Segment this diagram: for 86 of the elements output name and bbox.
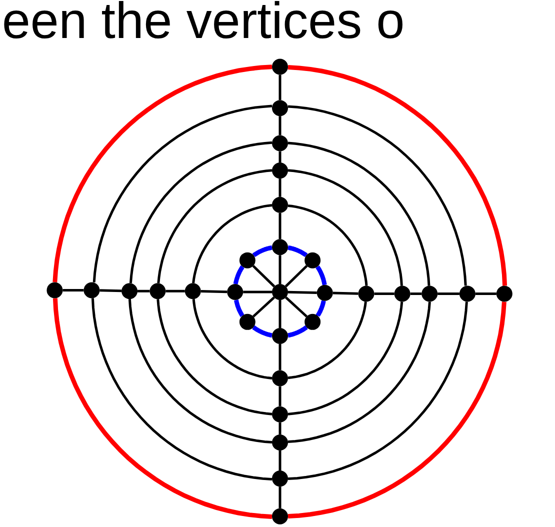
graph-edge (374, 292, 394, 295)
vertex-dot (272, 196, 288, 213)
graph-edge (288, 204, 368, 286)
vertex-dot (272, 406, 288, 422)
graph-edge (288, 142, 430, 286)
graph-edge (243, 290, 272, 294)
vertex-dot (459, 286, 476, 302)
graph-edge (52, 298, 272, 519)
graph-edge (288, 65, 508, 286)
vertex-dot (272, 135, 288, 152)
vertex-dot (304, 252, 321, 268)
graph-edge (128, 299, 272, 444)
vertex-dot (272, 284, 288, 300)
graph-edge (438, 292, 460, 295)
vertex-dot (227, 284, 244, 300)
graph-edge (62, 289, 84, 292)
graph-edge (316, 299, 326, 318)
graph-edge (278, 386, 282, 406)
graph-edge (288, 302, 404, 416)
graph-edge (288, 302, 431, 444)
vertex-dot (272, 162, 288, 179)
vertex-dot (184, 283, 201, 300)
graph-edge (234, 298, 244, 318)
vertex-dot (122, 283, 138, 300)
vertex-dot (316, 284, 333, 301)
vertex-dot (272, 58, 288, 75)
vertex-dot (46, 282, 63, 298)
graph-edge (278, 178, 282, 197)
graph-edge (288, 290, 317, 294)
graph-edge (166, 290, 185, 292)
graph-edge (233, 264, 244, 286)
graph-edge (288, 302, 506, 519)
graph-edge (252, 265, 276, 288)
graph-edge (278, 74, 282, 100)
graph-edge (278, 450, 282, 471)
graph-edge (192, 298, 272, 380)
graph-edge (278, 212, 282, 240)
vertex-dot (239, 252, 256, 268)
graph-edge (284, 265, 308, 288)
graph-edge (278, 151, 282, 163)
vertex-dot (272, 370, 288, 386)
graph-edge (92, 104, 272, 282)
graph-edge (200, 290, 228, 294)
vertex-dot (272, 434, 288, 450)
graph-edge (286, 245, 308, 258)
graph-edge (252, 245, 274, 258)
vertex-dot (84, 282, 100, 298)
graph-edge (278, 344, 282, 370)
graph-edge (91, 298, 272, 481)
graph-edge (288, 302, 468, 480)
vertex-dot (358, 286, 374, 302)
graph-edge (288, 105, 467, 286)
graph-edge (286, 325, 308, 338)
graph-edge (332, 292, 358, 295)
graph-edge (278, 116, 282, 136)
vertex-dot (272, 470, 288, 487)
graph-edge (278, 486, 282, 508)
graph-edge (278, 422, 282, 434)
graph-edge (475, 292, 496, 295)
graph-edge (278, 300, 282, 328)
graph-edge (100, 289, 122, 292)
vertex-dot (272, 508, 288, 524)
vertex-dot (496, 286, 512, 302)
graph-edge (138, 290, 150, 292)
graph-edge (192, 204, 272, 284)
vertex-dot (272, 328, 288, 344)
vertex-dot (422, 286, 438, 302)
graph-edge (252, 296, 275, 318)
graph-edge (278, 255, 282, 284)
vertex-dot (394, 286, 410, 302)
vertex-dot (150, 283, 166, 300)
graph-edge (410, 292, 422, 295)
vertex-dot (239, 314, 256, 330)
graph-edge (288, 302, 367, 380)
vertex-dot (272, 100, 288, 116)
graph-edge (129, 141, 272, 284)
graph-edge (52, 64, 272, 282)
graph-edge (316, 265, 327, 287)
vertex-dot (272, 239, 288, 256)
graph-edge (252, 325, 274, 338)
graph-edge (156, 299, 272, 416)
graph-edge (288, 169, 403, 286)
graph-edge (285, 296, 308, 318)
graph-edge (157, 169, 272, 284)
vertex-dot (304, 314, 321, 330)
caption-text: een the vertices o (2, 0, 405, 48)
